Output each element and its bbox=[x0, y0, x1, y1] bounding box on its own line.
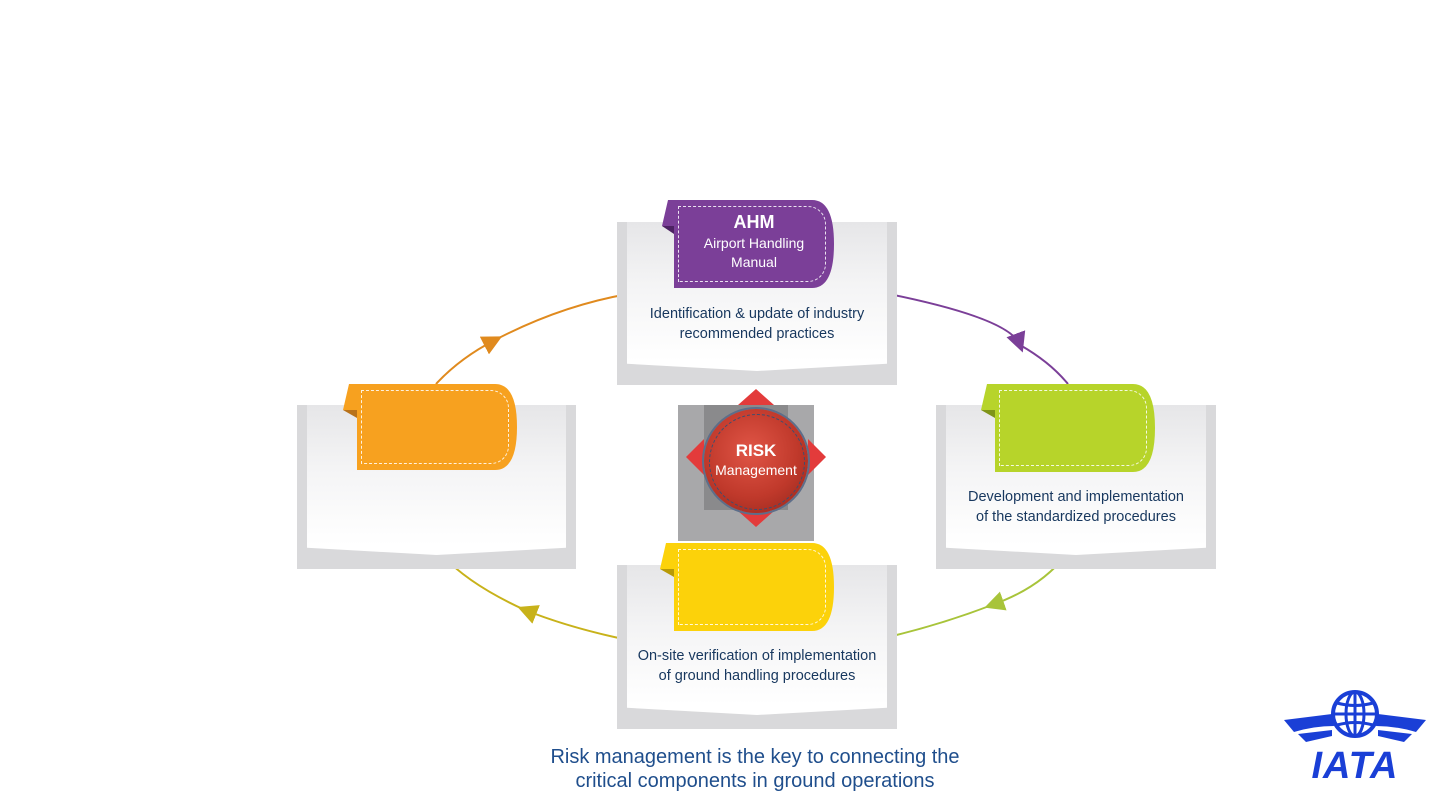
risk-subtitle: Management bbox=[715, 462, 797, 478]
right-card-text-line1: Development and implementation bbox=[967, 489, 1184, 505]
arrow-left-top bbox=[435, 336, 503, 385]
iata-logo: IATA bbox=[1284, 690, 1426, 787]
caption-line1: Risk management is the key to connecting… bbox=[550, 746, 960, 768]
caption-line2: critical components in ground operations bbox=[575, 770, 935, 792]
right-card-text-line2: of the standardized procedures bbox=[976, 509, 1176, 525]
bottom-card: On-site verification of implementation o… bbox=[617, 565, 897, 729]
risk-title: RISK bbox=[735, 441, 777, 460]
top-card-text-line2: recommended practices bbox=[679, 326, 835, 342]
ahm-title: AHM bbox=[733, 212, 775, 232]
risk-management-hub: RISK Management bbox=[678, 389, 826, 541]
globe-wings-icon bbox=[1284, 690, 1426, 742]
ahm-subtitle-line2: Manual bbox=[731, 254, 777, 270]
ahm-subtitle-line1: Airport Handling bbox=[703, 235, 805, 251]
bottom-tab bbox=[660, 543, 834, 631]
direction-arrows bbox=[686, 389, 826, 527]
arrow-top-right bbox=[883, 292, 1026, 353]
ahm-tab: AHM Airport Handling Manual bbox=[662, 200, 834, 288]
caption: Risk management is the key to connecting… bbox=[455, 745, 1055, 793]
top-card-text-line1: Identification & update of industry bbox=[649, 306, 865, 322]
bottom-card-text-line1: On-site verification of implementation bbox=[637, 648, 877, 664]
left-tab bbox=[343, 384, 517, 470]
right-tab bbox=[981, 384, 1155, 472]
arrow-bottom-left bbox=[517, 605, 629, 641]
top-card: Identification & update of industry reco… bbox=[617, 222, 897, 385]
iata-logo-text: IATA bbox=[1311, 745, 1399, 787]
bottom-card-text-line2: of ground handling procedures bbox=[658, 668, 856, 684]
